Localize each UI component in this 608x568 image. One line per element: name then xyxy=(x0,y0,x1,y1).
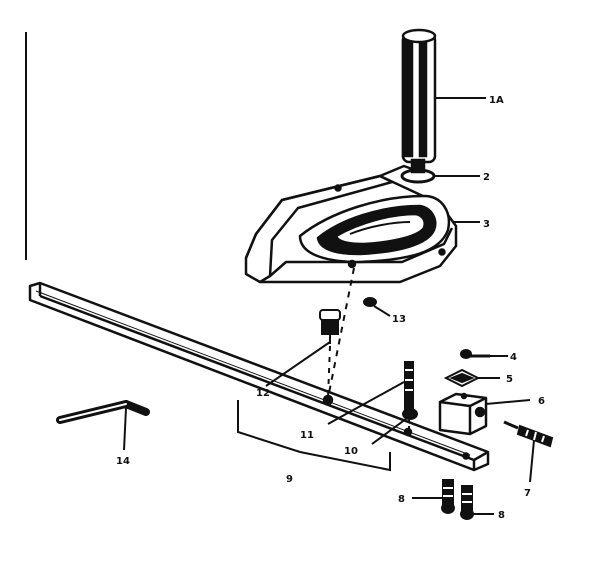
pivot-axis-line xyxy=(327,267,355,399)
screw-bottom-right-part xyxy=(460,485,474,520)
screw-bottom-left-part xyxy=(441,479,455,514)
leader-11 xyxy=(327,381,405,425)
miter-bar xyxy=(28,281,490,472)
clamp-block-part xyxy=(438,392,488,436)
bar-assembly-bracket xyxy=(237,400,391,472)
callout-2: 2 xyxy=(483,172,490,183)
miter-body xyxy=(244,164,458,284)
callout-10: 10 xyxy=(344,446,358,457)
callout-7: 7 xyxy=(524,488,531,499)
pin-part xyxy=(404,361,414,411)
stud-part xyxy=(402,408,418,420)
lock-washer-part xyxy=(443,368,481,388)
callout-8-right: 8 xyxy=(498,510,505,521)
callout-5: 5 xyxy=(506,374,513,385)
leader-10 xyxy=(371,415,411,445)
callout-14: 14 xyxy=(116,456,130,467)
callout-13: 13 xyxy=(392,314,406,325)
callout-3: 3 xyxy=(483,219,490,230)
screw-top-part xyxy=(460,349,490,359)
leader-13 xyxy=(373,305,391,317)
callout-11: 11 xyxy=(300,430,314,441)
knob-handle-icon xyxy=(401,28,437,174)
callout-9: 9 xyxy=(286,474,293,485)
callout-4: 4 xyxy=(510,352,517,363)
leader-6 xyxy=(485,399,531,405)
callout-1A: 1A xyxy=(489,95,504,106)
hex-key-icon xyxy=(56,400,150,424)
leader-7 xyxy=(529,439,535,483)
callout-6: 6 xyxy=(538,396,545,407)
leader-14 xyxy=(123,407,127,451)
callout-8-left: 8 xyxy=(398,494,405,505)
callout-12: 12 xyxy=(256,388,270,399)
stop-screw-part xyxy=(319,309,341,344)
leader-12 xyxy=(265,341,331,387)
set-screw-part xyxy=(503,420,554,448)
stop-screw-dash xyxy=(327,345,331,399)
pivot-screw-part xyxy=(363,297,377,307)
